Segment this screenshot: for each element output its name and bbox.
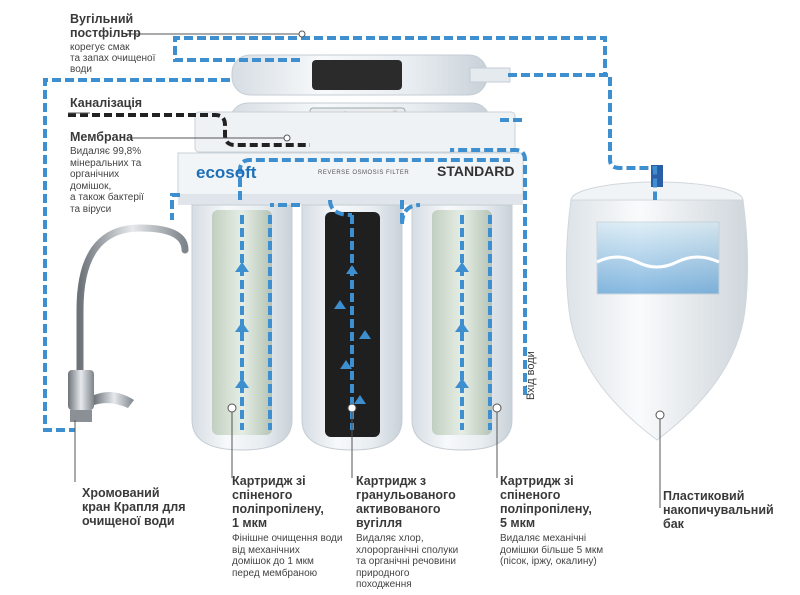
membrane-desc-1: Видаляє 99,8% <box>70 146 142 157</box>
inlet-label: Вхід води <box>525 351 537 400</box>
tank-title-1: Пластиковий <box>663 489 745 503</box>
cart1-title-2: спіненого <box>232 488 293 502</box>
cart1-title-4: 1 мкм <box>232 516 268 530</box>
cart3-title-3: поліпропілену, <box>500 502 592 516</box>
membrane-desc-5: а також бактерії <box>70 192 144 203</box>
postfilter-title: Вугільний <box>70 12 134 26</box>
drain-line <box>68 113 310 147</box>
postfilter-desc-1: корегує смак <box>70 42 130 53</box>
cart3-desc-3: (пісок, іржу, окалину) <box>500 556 597 567</box>
cart3-desc-2: домішки більше 5 мкм <box>500 544 604 556</box>
flow-to-faucet <box>43 78 230 432</box>
postfilter-housing <box>231 54 511 96</box>
membrane-desc-3: органічних <box>70 169 120 180</box>
model-name: STANDARD <box>437 163 515 179</box>
cart2-desc-2: хлорорганічні сполуки <box>356 544 459 556</box>
cart2-title-1: Картридж з <box>356 474 427 488</box>
cart1-title-1: Картридж зі <box>232 474 306 488</box>
membrane-desc-2: мінеральних та <box>70 157 142 169</box>
postfilter-desc-3: води <box>70 64 92 75</box>
flow-to-tank <box>508 73 657 200</box>
cart1-desc-4: перед мембраною <box>232 567 318 579</box>
membrane-desc-4: домішок, <box>70 180 112 192</box>
chrome-faucet <box>68 224 189 422</box>
faucet-title-1: Хромований <box>82 486 160 500</box>
panel-subtitle: REVERSE OSMOSIS FILTER <box>318 170 410 176</box>
flow-to-membrane <box>238 158 510 200</box>
mounting-bracket <box>194 111 516 153</box>
leader-lines <box>68 33 661 508</box>
cart2-title-3: активованого <box>356 502 441 516</box>
cart1-desc-1: Фінішне очищення води <box>232 533 343 544</box>
leader-dots <box>227 30 665 420</box>
tank-title-2: накопичувальний <box>663 503 774 517</box>
faucet-title-2: кран Крапля для <box>82 500 186 514</box>
cart2-title-4: вугілля <box>356 516 403 530</box>
cart2-desc-4: природного <box>356 567 410 579</box>
membrane-desc-6: та віруси <box>70 203 112 215</box>
storage-tank <box>565 165 749 441</box>
brand-logo: ecosoft <box>196 163 257 182</box>
cart3-desc-1: Видаляє механічні <box>500 533 587 544</box>
postfilter-desc-2: та запах очищеної <box>70 53 156 64</box>
drain-label: Каналізація <box>70 96 143 110</box>
inlet-line <box>450 148 527 395</box>
flow-top-loop <box>173 36 607 75</box>
flow-arrows <box>235 262 469 404</box>
cart1-title-3: поліпропілену, <box>232 502 324 516</box>
faucet-title-3: очищеної води <box>82 514 175 528</box>
cart2-desc-3: та органічні речовини <box>356 556 456 567</box>
membrane-title: Мембрана <box>70 130 134 144</box>
cart2-title-2: гранульованого <box>356 488 456 502</box>
flow-cartridge-carbon <box>328 199 354 430</box>
flow-side <box>170 193 180 220</box>
cart2-desc-5: походження <box>356 579 412 590</box>
cart3-title-1: Картридж зі <box>500 474 574 488</box>
postfilter-title-2: постфільтр <box>70 26 141 40</box>
cart1-desc-2: від механічних <box>232 544 300 556</box>
cart2-desc-1: Видаляє хлор, <box>356 533 424 544</box>
cart1-desc-3: домішок до 1 мкм <box>232 556 314 567</box>
cart3-title-2: спіненого <box>500 488 561 502</box>
carbon-postfilter-core <box>312 60 402 90</box>
cart3-title-4: 5 мкм <box>500 516 536 530</box>
tank-title-3: бак <box>663 517 684 531</box>
